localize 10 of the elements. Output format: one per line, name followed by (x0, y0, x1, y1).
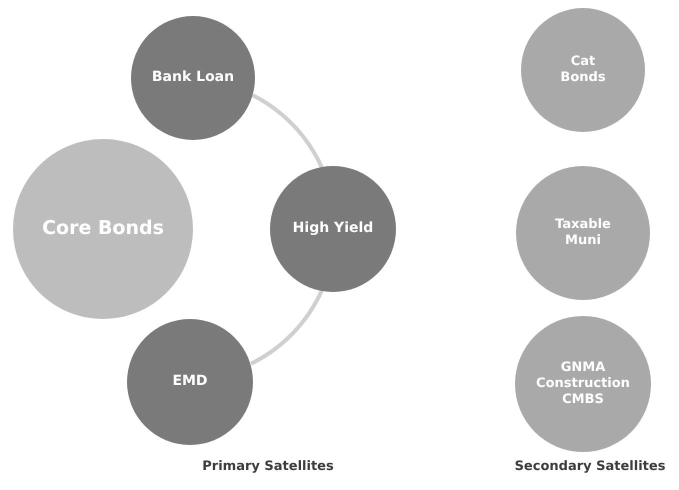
circle-label: EMD (172, 373, 208, 391)
circle-label: Taxable Muni (554, 216, 612, 250)
circle-label: High Yield (292, 220, 374, 238)
connector-arc (250, 290, 324, 366)
circle-label: Cat Bonds (559, 54, 607, 86)
group-caption: Primary Satellites (202, 459, 334, 474)
connector-arc (252, 93, 324, 168)
circle-label: GNMA Construction CMBS (535, 360, 631, 408)
circle-label: Bank Loan (152, 69, 234, 87)
circle-label: Core Bonds (42, 217, 164, 241)
